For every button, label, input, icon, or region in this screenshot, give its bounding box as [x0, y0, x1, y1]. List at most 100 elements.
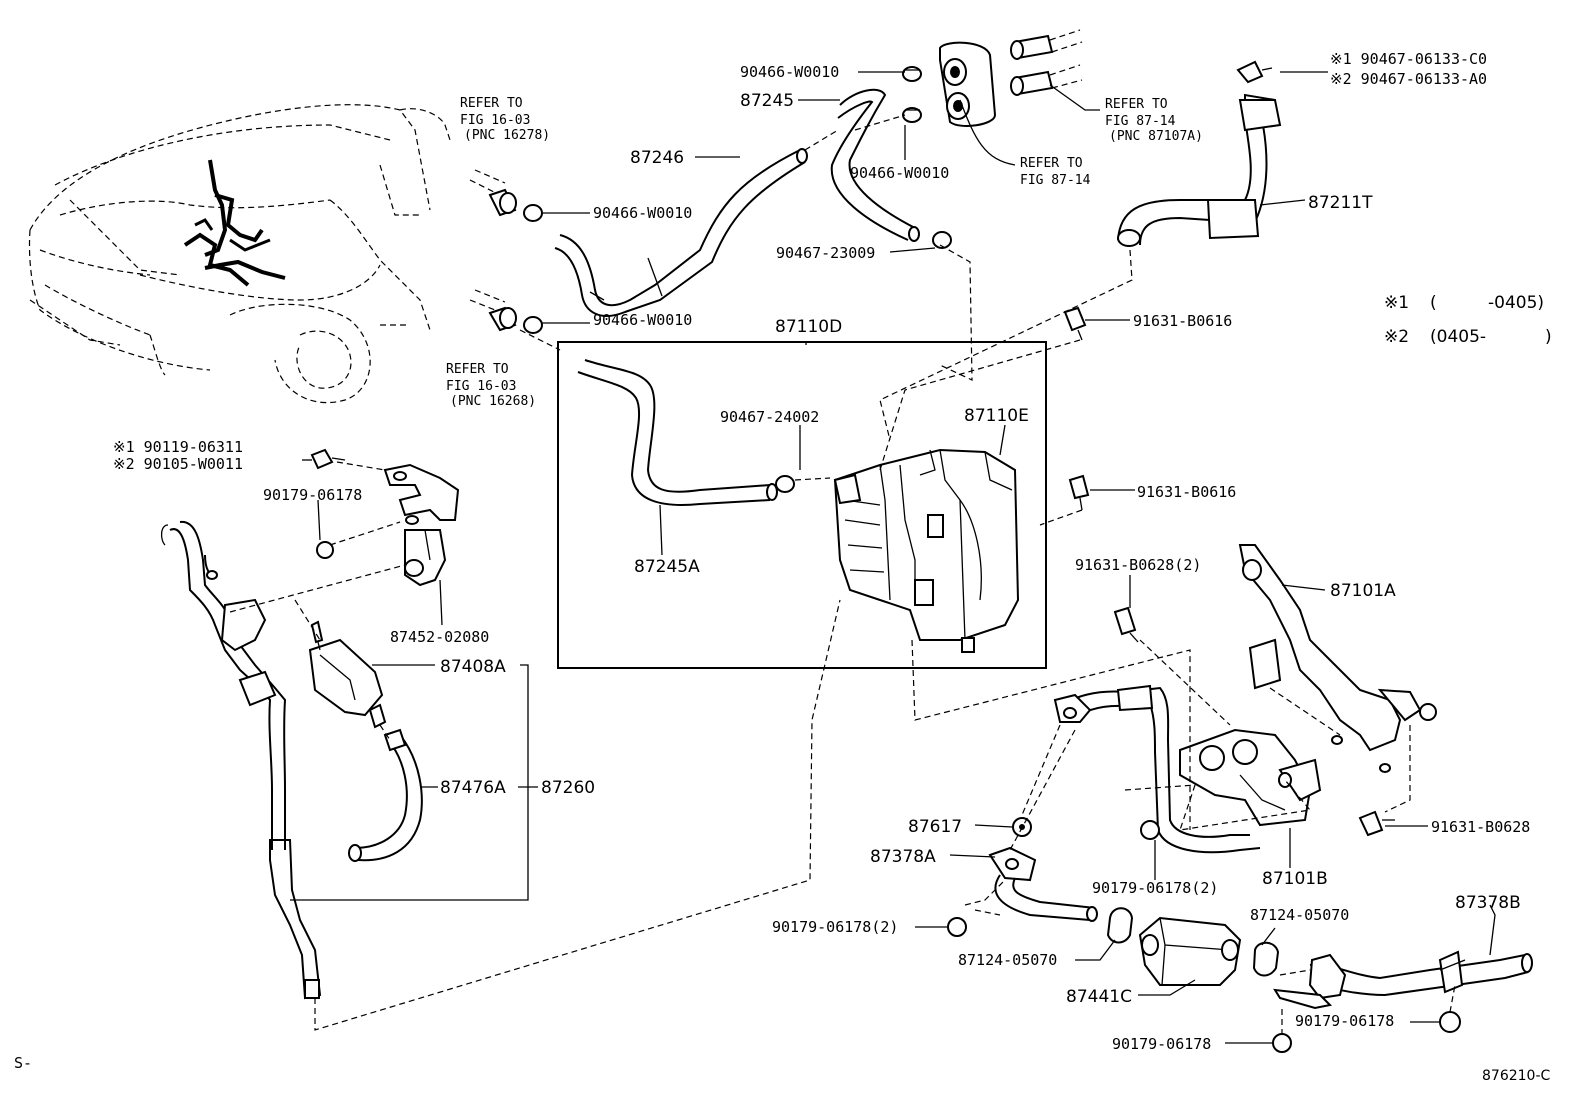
- nut-90179-06178-left: [316, 541, 334, 559]
- label-87101a: 87101A: [1330, 581, 1396, 601]
- svg-text:(PNC 16268): (PNC 16268): [450, 394, 536, 409]
- bracket-upper-left: [383, 463, 460, 525]
- hose-87245a: [577, 359, 778, 506]
- label-91631-b0628-2: 91631-B0628(2): [1075, 556, 1201, 574]
- label-90119-06311: ※1 90119-06311: [113, 438, 243, 456]
- nut-90179-06178-bottom-b: [1439, 1011, 1461, 1033]
- label-90467-06133-a0: ※2 90467-06133-A0: [1330, 70, 1487, 88]
- bolt-91631-b0628-2: [1113, 606, 1139, 643]
- label-90179-06178-c: 90179-06178: [263, 486, 362, 504]
- bolt-90467-06133: [1236, 60, 1273, 84]
- label-90467-23009: 90467-23009: [776, 244, 875, 262]
- bolt-91631-b0616-upper: [1063, 306, 1087, 341]
- pump-87408a: [308, 620, 387, 729]
- svg-text:(PNC 16278): (PNC 16278): [464, 128, 550, 143]
- svg-text:REFER TO: REFER TO: [1105, 97, 1168, 112]
- hose-87211t: [1117, 93, 1282, 247]
- label-87110e: 87110E: [964, 406, 1029, 426]
- label-87441c: 87441C: [1066, 987, 1132, 1007]
- bolt-91631-b0628: [1358, 810, 1395, 837]
- bracket-87101b: [1179, 728, 1322, 827]
- svg-text:REFER TO: REFER TO: [460, 96, 523, 111]
- assembly-frame-87110d: [557, 341, 1047, 669]
- label-90466-w0010-c: 90466-W0010: [593, 204, 692, 222]
- footer-left-mark: S-: [14, 1054, 32, 1072]
- pipe-stubs-fig-87-14: [1010, 29, 1083, 96]
- label-90466-w0010-d: 90466-W0010: [593, 311, 692, 329]
- label-87476a: 87476A: [440, 778, 506, 798]
- label-87124-05070-b: 87124-05070: [1250, 906, 1349, 924]
- label-90467-06133-c0: ※1 90467-06133-C0: [1330, 50, 1487, 68]
- label-90105-w0011: ※2 90105-W0011: [113, 455, 243, 473]
- legend-note1-range: -0405): [1488, 293, 1544, 313]
- refer-note-fig87-14-lower: REFER TO FIG 87-14: [1020, 156, 1091, 188]
- vsv-87452-02080: [404, 529, 447, 587]
- label-90467-24002: 90467-24002: [720, 408, 819, 426]
- hose-clamps: [523, 66, 952, 493]
- svg-text:REFER TO: REFER TO: [1020, 156, 1083, 171]
- label-87378a: 87378A: [870, 847, 936, 867]
- label-87452-02080: 87452-02080: [390, 628, 489, 646]
- legend-note2-close: ): [1545, 327, 1552, 347]
- hose-87245: [830, 88, 920, 242]
- legend-note1-mark: ※1: [1384, 293, 1409, 313]
- bracket-87101a: [1238, 544, 1437, 773]
- label-90466-w0010-a: 90466-W0010: [740, 63, 839, 81]
- label-87246: 87246: [630, 148, 684, 168]
- pipe-assembly-right: [1053, 684, 1261, 854]
- label-87378b: 87378B: [1455, 893, 1521, 913]
- label-90179-06178-a: 90179-06178: [1295, 1012, 1394, 1030]
- label-91631-b0616-a: 91631-B0616: [1133, 312, 1232, 330]
- label-87245a: 87245A: [634, 557, 700, 577]
- pipe-stub-lower: [469, 289, 517, 332]
- callout-labels: 90466-W0010 87245 87246 90466-W0010 9046…: [113, 50, 1530, 1053]
- legend-note1-open: (: [1430, 293, 1437, 313]
- hose-87246: [554, 148, 808, 317]
- label-87124-05070-a: 87124-05070: [958, 951, 1057, 969]
- applicability-legend: ※1 ( -0405) ※2 (0405- ): [1384, 293, 1552, 347]
- label-87101b: 87101B: [1262, 869, 1328, 889]
- refer-note-fig16-03-upper: REFER TO FIG 16-03 (PNC 16278): [460, 96, 550, 143]
- pipe-87378b: [1308, 950, 1533, 1000]
- bolt-91631-b0616-lower: [1068, 474, 1090, 511]
- svg-text:REFER TO: REFER TO: [446, 362, 509, 377]
- nut-90179-06178-2-right: [1140, 820, 1160, 840]
- label-87245: 87245: [740, 91, 794, 111]
- clamp-87124-05070-left: [1106, 907, 1134, 944]
- label-87617: 87617: [908, 817, 962, 837]
- clamp-87124-05070-right: [1252, 941, 1280, 977]
- label-87408a: 87408A: [440, 657, 506, 677]
- hose-87476a: [348, 728, 423, 862]
- refer-note-fig87-14-upper: REFER TO FIG 87-14 (PNC 87107A): [1105, 97, 1203, 144]
- label-91631-b0616-b: 91631-B0616: [1137, 483, 1236, 501]
- connection-lines: [229, 114, 1456, 1035]
- diagram-code: 876210-C: [1482, 1068, 1550, 1084]
- tube-87260: [160, 520, 322, 1000]
- vehicle-illustration: [28, 104, 451, 404]
- bolt-90119-06311: [310, 448, 346, 470]
- svg-text:FIG 16-03: FIG 16-03: [460, 113, 530, 128]
- label-90179-06178-2-a: 90179-06178(2): [1092, 879, 1218, 897]
- label-90466-w0010-b: 90466-W0010: [850, 164, 949, 182]
- flange-fig-87-14: [939, 41, 997, 127]
- svg-text:FIG 87-14: FIG 87-14: [1105, 114, 1176, 129]
- legend-note2-range: (0405-: [1430, 327, 1486, 347]
- bracket-lower-87378b: [1273, 988, 1333, 1010]
- svg-text:FIG 16-03: FIG 16-03: [446, 379, 516, 394]
- label-87110d: 87110D: [775, 317, 842, 337]
- pipe-87378a: [988, 846, 1098, 922]
- label-91631-b0628: 91631-B0628: [1431, 818, 1530, 836]
- pipe-stub-upper: [469, 169, 517, 217]
- heater-unit-87110e: [833, 448, 1020, 653]
- label-87260: 87260: [541, 778, 595, 798]
- label-87211t: 87211T: [1308, 193, 1373, 213]
- legend-note2-mark: ※2: [1384, 327, 1409, 347]
- leader-lines: [290, 71, 1496, 1044]
- nut-90179-06178-bottom-a: [1272, 1033, 1292, 1053]
- label-90179-06178-2-b: 90179-06178(2): [772, 918, 898, 936]
- label-90179-06178-b: 90179-06178: [1112, 1035, 1211, 1053]
- refer-note-fig16-03-lower: REFER TO FIG 16-03 (PNC 16268): [446, 362, 536, 409]
- nut-90179-06178-2-bottom: [947, 917, 967, 937]
